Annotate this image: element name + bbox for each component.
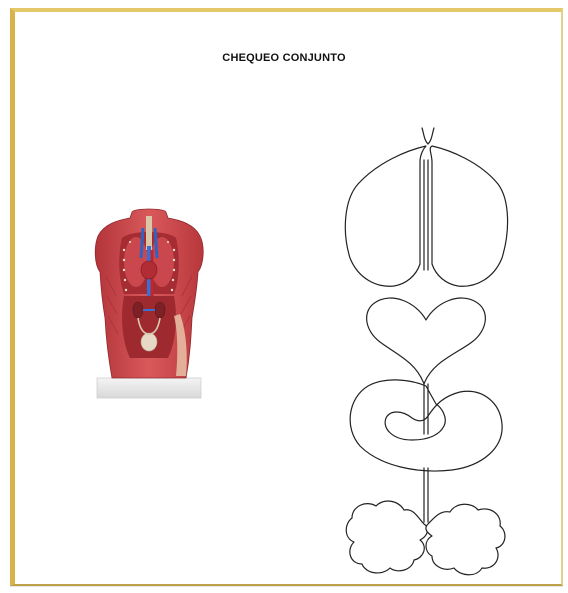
anatomical-torso-model-icon	[94, 206, 208, 404]
organ-outline-drawing-icon	[332, 122, 510, 582]
page-title: CHEQUEO CONJUNTO	[0, 52, 568, 64]
page-bottom-rule	[10, 586, 563, 587]
